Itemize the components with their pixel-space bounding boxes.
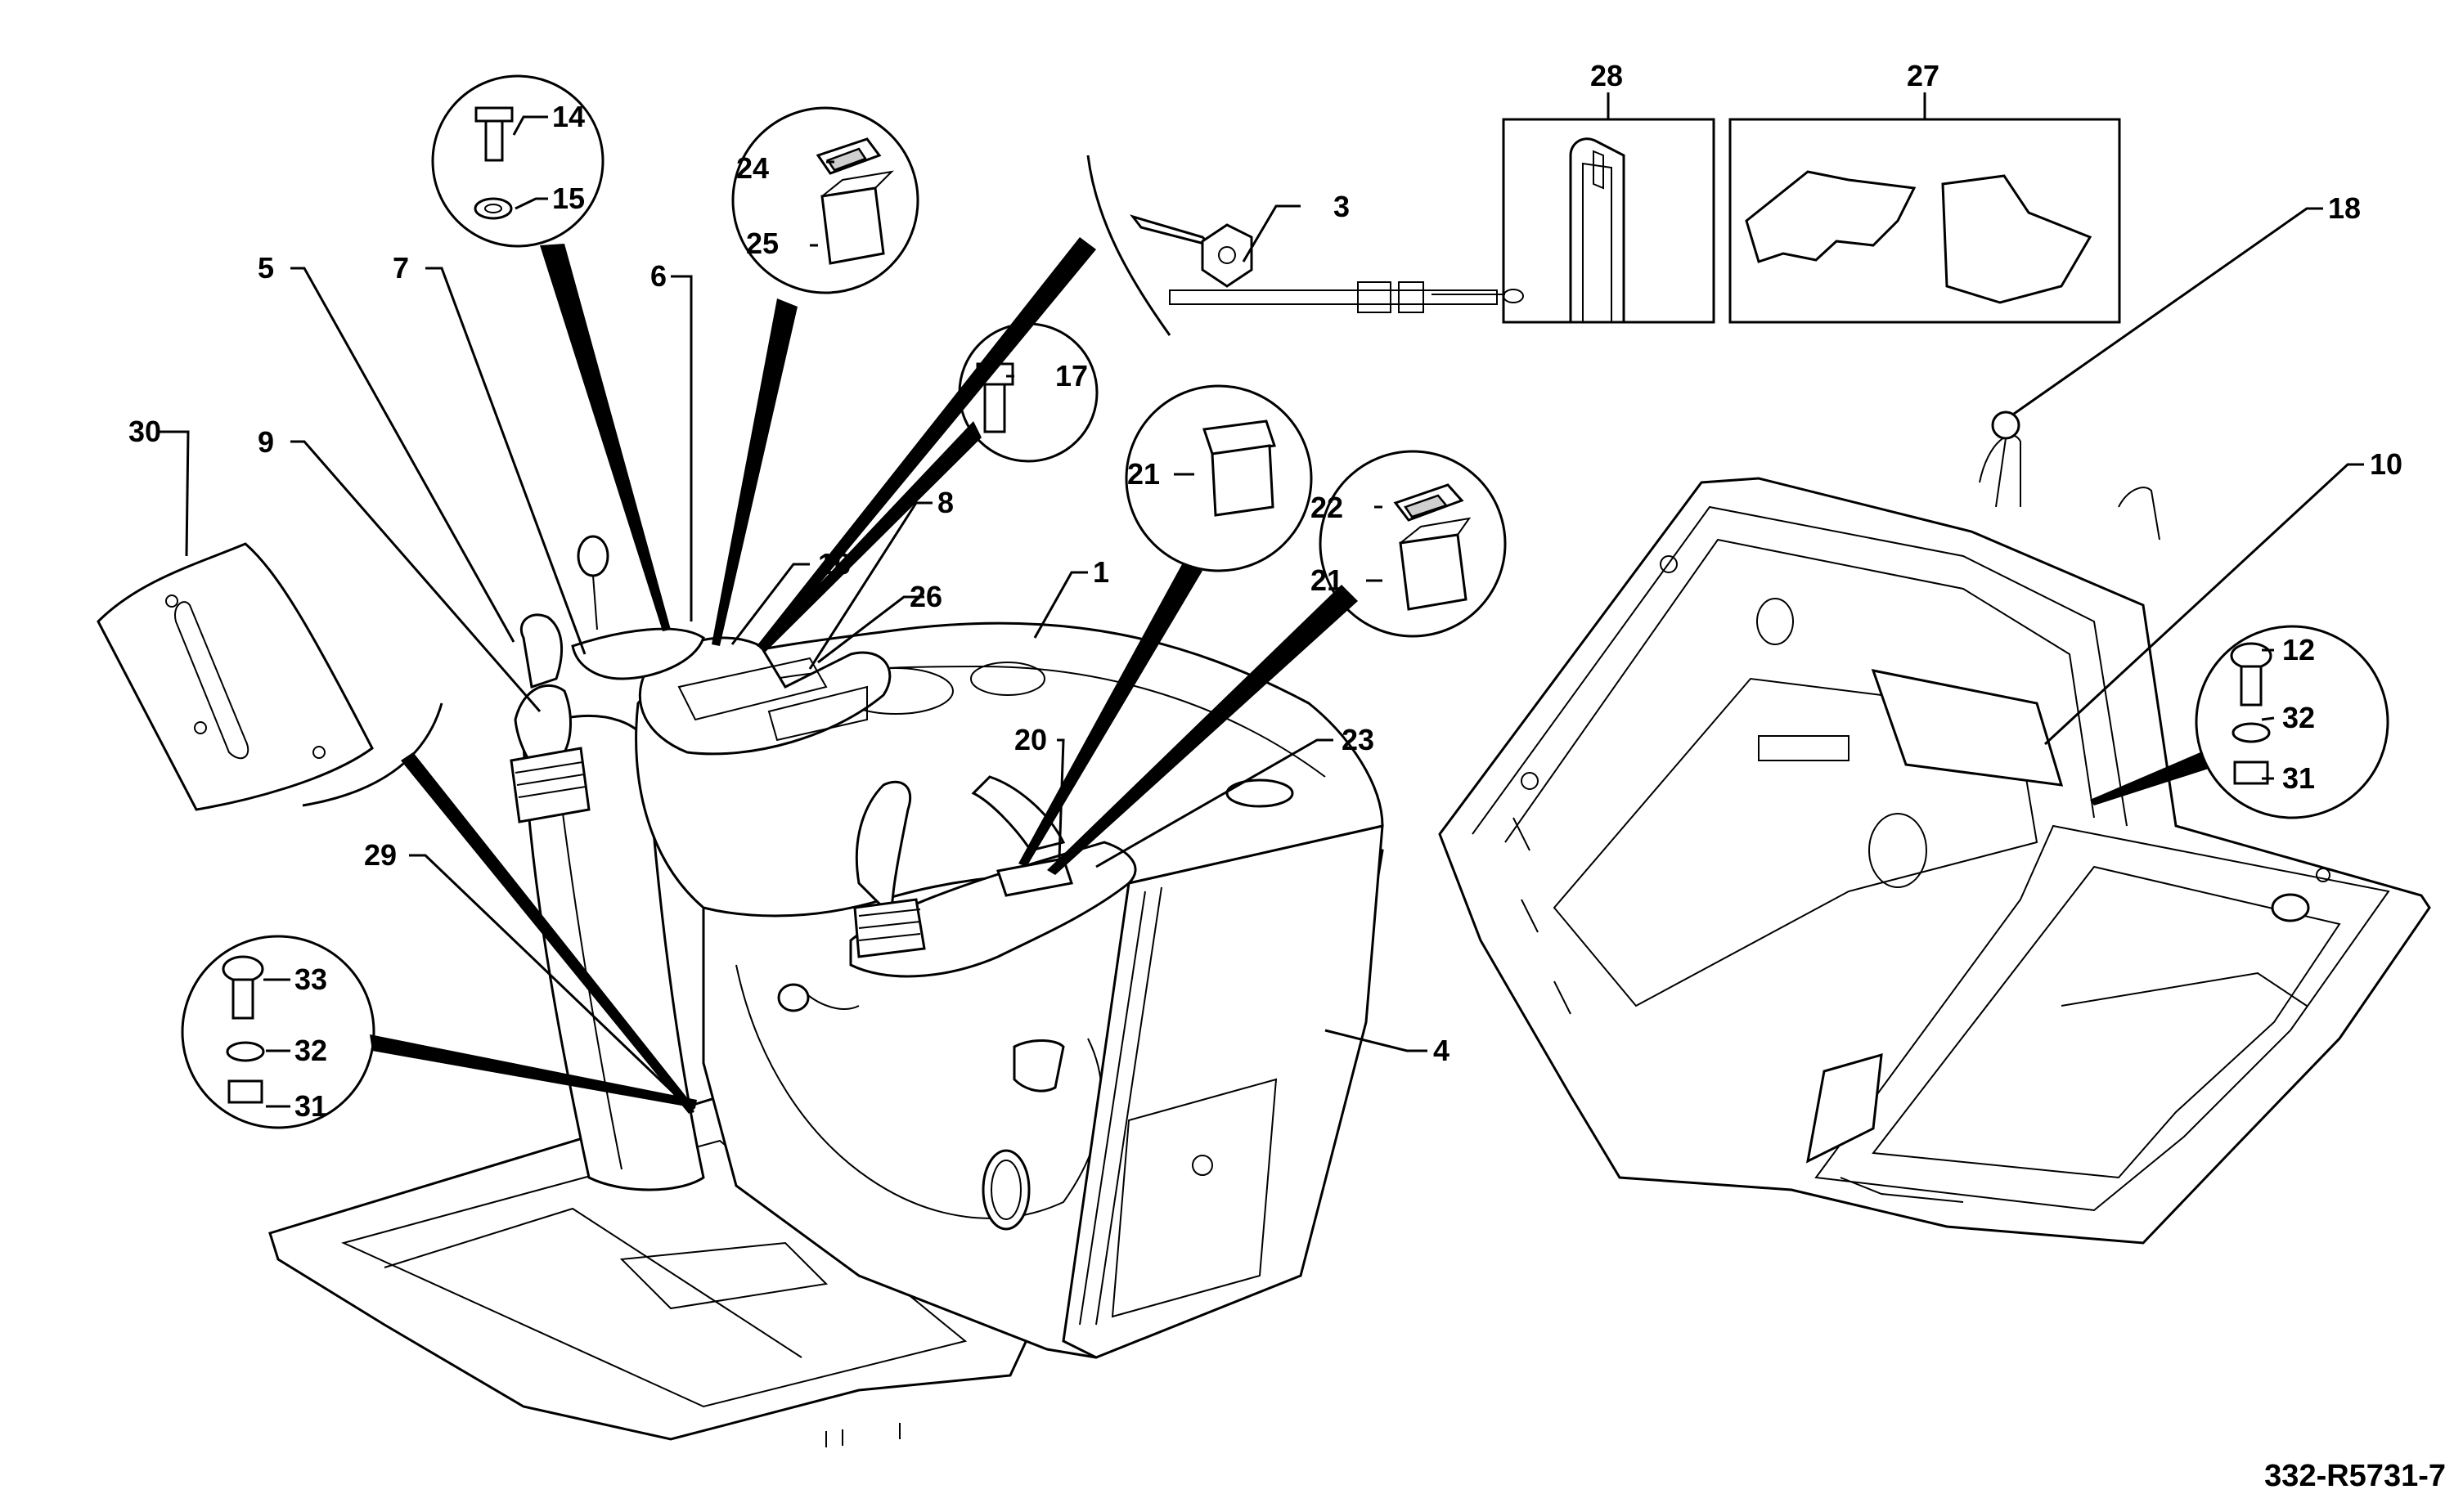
arc-view-30	[302, 702, 443, 807]
cable-3	[1129, 214, 1524, 313]
callout-32-right: 32	[2282, 701, 2315, 734]
document-number: 332-R5731-7	[2264, 1459, 2446, 1493]
callout-12: 12	[2282, 633, 2315, 666]
callout-21-bottom: 21	[1310, 563, 1343, 597]
callout-10: 10	[2370, 447, 2402, 481]
callout-9: 9	[258, 425, 274, 459]
callout-7: 7	[393, 251, 409, 285]
callout-14: 14	[552, 100, 585, 133]
callout-31-right: 31	[2282, 761, 2315, 795]
detail-24-25	[731, 106, 919, 294]
callout-27: 27	[1907, 59, 1939, 92]
callout-labels: 14 15 24 25 3 28 27 18 5 7 6 17 30 9 21 …	[128, 59, 2446, 1493]
callout-21-top: 21	[1127, 457, 1160, 491]
callout-15: 15	[552, 182, 585, 215]
box-view-27	[1728, 118, 2121, 324]
callout-30: 30	[128, 415, 161, 448]
callout-31-left: 31	[294, 1089, 327, 1123]
callout-5: 5	[258, 251, 274, 285]
detail-17	[958, 322, 1099, 463]
callout-6: 6	[650, 259, 667, 293]
callout-22: 22	[1310, 491, 1343, 524]
box-view-28	[1502, 118, 1715, 324]
callout-20: 20	[1014, 723, 1047, 756]
cab-cover-assembly	[1438, 434, 2431, 1245]
detail-14-15	[431, 74, 605, 248]
console-assembly	[268, 535, 1384, 1447]
callout-25: 25	[746, 227, 779, 260]
detail-33-32-31	[181, 935, 375, 1129]
leader-lines	[160, 92, 2364, 1114]
detail-12-32-31	[2195, 625, 2389, 819]
callout-8: 8	[937, 486, 954, 519]
callout-17: 17	[1055, 359, 1088, 393]
arc-view-3	[1086, 155, 1171, 336]
detail-21	[1125, 384, 1313, 572]
detail-pointers	[370, 237, 2209, 1114]
callout-32-left: 32	[294, 1034, 327, 1067]
callout-26: 26	[910, 580, 942, 613]
callout-24: 24	[736, 151, 769, 185]
grab-bar-18	[1991, 411, 2020, 508]
plate-30	[97, 542, 374, 811]
detail-22-21	[1319, 450, 1507, 638]
callout-16: 16	[818, 547, 851, 581]
callout-29: 29	[364, 838, 397, 872]
callout-4: 4	[1433, 1034, 1449, 1067]
callout-33: 33	[294, 962, 327, 996]
callout-18: 18	[2328, 191, 2361, 225]
callout-23: 23	[1342, 723, 1374, 756]
callout-1: 1	[1093, 555, 1109, 589]
callout-28: 28	[1590, 59, 1623, 92]
callout-3: 3	[1333, 190, 1350, 223]
